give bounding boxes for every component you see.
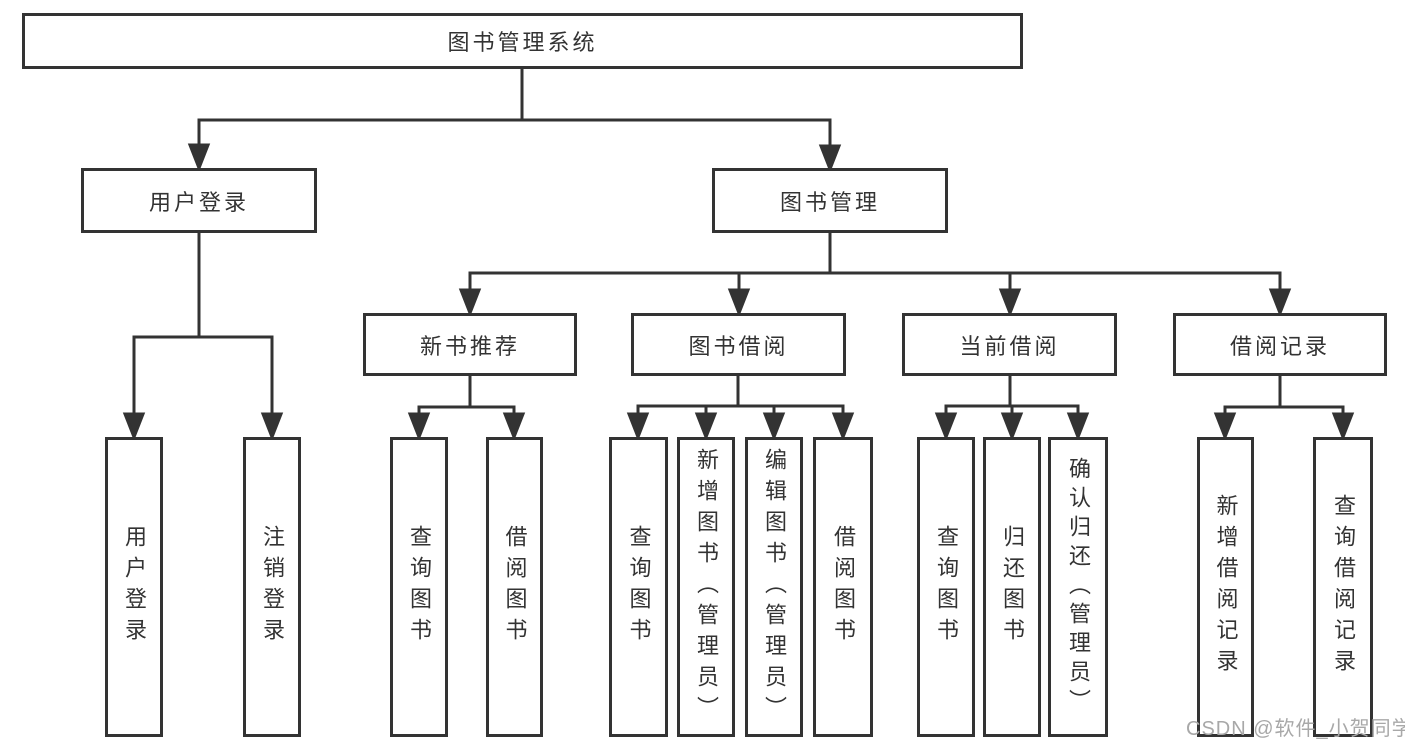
leaf-query-books-recommend: 查询图书: [390, 437, 448, 737]
leaf-borrow-books-borrowing: 借阅图书: [813, 437, 873, 737]
node-label: 图书借阅: [688, 333, 789, 359]
node-label: 编辑图书（管理员）: [762, 447, 787, 727]
node-label: 查询图书: [407, 525, 432, 649]
connector-book-borrowing-to-leaves: [626, 376, 855, 442]
node-label: 当前借阅: [959, 333, 1060, 359]
leaf-borrow-books-recommend: 借阅图书: [486, 437, 543, 737]
node-label: 用户登录: [148, 189, 249, 215]
watermark: CSDN @软件_小贺同学: [1186, 718, 1405, 740]
node-label: 用户登录: [122, 525, 147, 649]
node-borrowing-records: 借阅记录: [1173, 313, 1387, 376]
leaf-confirm-return-admin: 确认归还（管理员）: [1048, 437, 1108, 737]
node-label: 查询借阅记录: [1331, 494, 1356, 680]
node-label: 注销登录: [260, 525, 285, 649]
connector-user-login-to-leaves: [122, 233, 284, 442]
connector-new-book-recommend-to-leaves: [407, 376, 526, 442]
node-label: 确认归还（管理员）: [1066, 456, 1091, 718]
node-new-book-recommend: 新书推荐: [363, 313, 577, 376]
node-label: 查询图书: [934, 525, 959, 649]
leaf-query-borrow-record: 查询借阅记录: [1313, 437, 1373, 737]
node-label: 新增图书（管理员）: [694, 447, 719, 727]
node-label: 借阅图书: [502, 525, 528, 649]
node-label: 新增借阅记录: [1213, 494, 1239, 680]
node-label: 查询图书: [626, 525, 652, 649]
node-book-borrowing: 图书借阅: [631, 313, 846, 376]
node-label: 图书管理系统: [447, 30, 598, 55]
connector-borrowing-records-to-leaves: [1213, 376, 1355, 442]
node-label: 借阅记录: [1229, 333, 1330, 359]
node-label: 归还图书: [1000, 525, 1025, 649]
leaf-logout: 注销登录: [243, 437, 301, 737]
node-label: 图书管理: [779, 189, 880, 215]
node-book-management: 图书管理: [712, 168, 948, 233]
leaf-edit-books-admin: 编辑图书（管理员）: [745, 437, 803, 737]
connector-book-management-to-level3: [458, 233, 1292, 318]
node-current-borrowing: 当前借阅: [902, 313, 1117, 376]
node-label: 借阅图书: [831, 525, 856, 649]
connector-root-to-level2: [187, 69, 842, 174]
leaf-query-books-current: 查询图书: [917, 437, 975, 737]
node-root: 图书管理系统: [22, 13, 1023, 69]
node-user-login: 用户登录: [81, 168, 317, 233]
leaf-user-login: 用户登录: [105, 437, 163, 737]
leaf-return-books: 归还图书: [983, 437, 1041, 737]
leaf-query-books-borrowing: 查询图书: [609, 437, 668, 737]
node-label: 新书推荐: [419, 333, 520, 359]
leaf-add-borrow-record: 新增借阅记录: [1197, 437, 1254, 737]
leaf-add-books-admin: 新增图书（管理员）: [677, 437, 735, 737]
connector-current-borrowing-to-leaves: [934, 376, 1090, 442]
